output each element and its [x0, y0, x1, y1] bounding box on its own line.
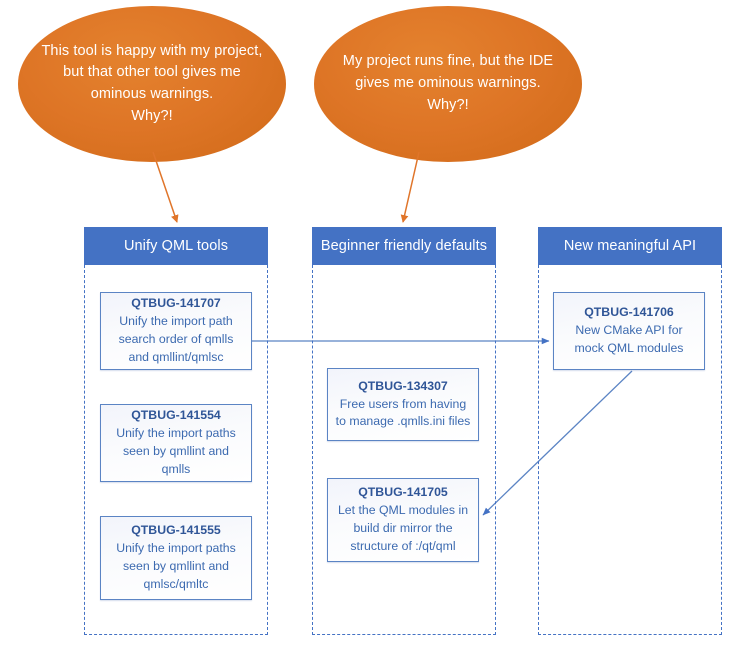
task-card[interactable]: QTBUG-141555 Unify the import paths seen…: [100, 516, 252, 600]
swimlane-body-new-meaningful-api: [538, 265, 722, 635]
swimlane-header-new-meaningful-api: New meaningful API: [538, 227, 722, 265]
swimlane-body-beginner-friendly-defaults: [312, 265, 496, 635]
task-card[interactable]: QTBUG-141705 Let the QML modules in buil…: [327, 478, 479, 562]
swimlane-body-unify-qml-tools: [84, 265, 268, 635]
swimlane-unify-qml-tools: Unify QML tools: [84, 227, 268, 635]
task-card-description: New CMake API for mock QML modules: [574, 323, 684, 355]
task-card[interactable]: QTBUG-141554 Unify the import paths seen…: [100, 404, 252, 482]
speech-bubble-right: My project runs fine, but the IDE gives …: [314, 6, 582, 162]
swimlane-header-unify-qml-tools: Unify QML tools: [84, 227, 268, 265]
swimlane-header-beginner-friendly-defaults: Beginner friendly defaults: [312, 227, 496, 265]
task-card-description: Unify the import path search order of qm…: [118, 314, 234, 364]
task-card[interactable]: QTBUG-141707 Unify the import path searc…: [100, 292, 252, 370]
task-card-id: QTBUG-141554: [131, 408, 221, 423]
arrow-bubble-left-to-lane-1: [152, 151, 179, 223]
speech-bubble-left: This tool is happy with my project, but …: [18, 6, 286, 162]
task-card-id: QTBUG-141707: [131, 296, 221, 311]
swimlane-beginner-friendly-defaults: Beginner friendly defaults: [312, 227, 496, 635]
speech-bubble-left-text: This tool is happy with my project, but …: [41, 42, 263, 124]
task-card-description: Unify the import paths seen by qmllint a…: [116, 426, 236, 476]
task-card[interactable]: QTBUG-141706 New CMake API for mock QML …: [553, 292, 705, 370]
task-card-description: Unify the import paths seen by qmllint a…: [116, 541, 236, 591]
task-card-description: Let the QML modules in build dir mirror …: [337, 503, 469, 553]
task-card-id: QTBUG-141705: [358, 485, 448, 500]
speech-bubble-right-text: My project runs fine, but the IDE gives …: [342, 53, 554, 113]
swimlane-new-meaningful-api: New meaningful API: [538, 227, 722, 635]
task-card-description: Free users from having to manage .qmlls.…: [335, 396, 471, 429]
task-card[interactable]: QTBUG-134307 Free users from having to m…: [327, 368, 479, 441]
task-card-id: QTBUG-141706: [584, 305, 674, 320]
task-card-id: QTBUG-141555: [131, 523, 221, 538]
task-card-id: QTBUG-134307: [358, 378, 448, 393]
arrow-bubble-right-to-lane-2: [400, 151, 420, 223]
